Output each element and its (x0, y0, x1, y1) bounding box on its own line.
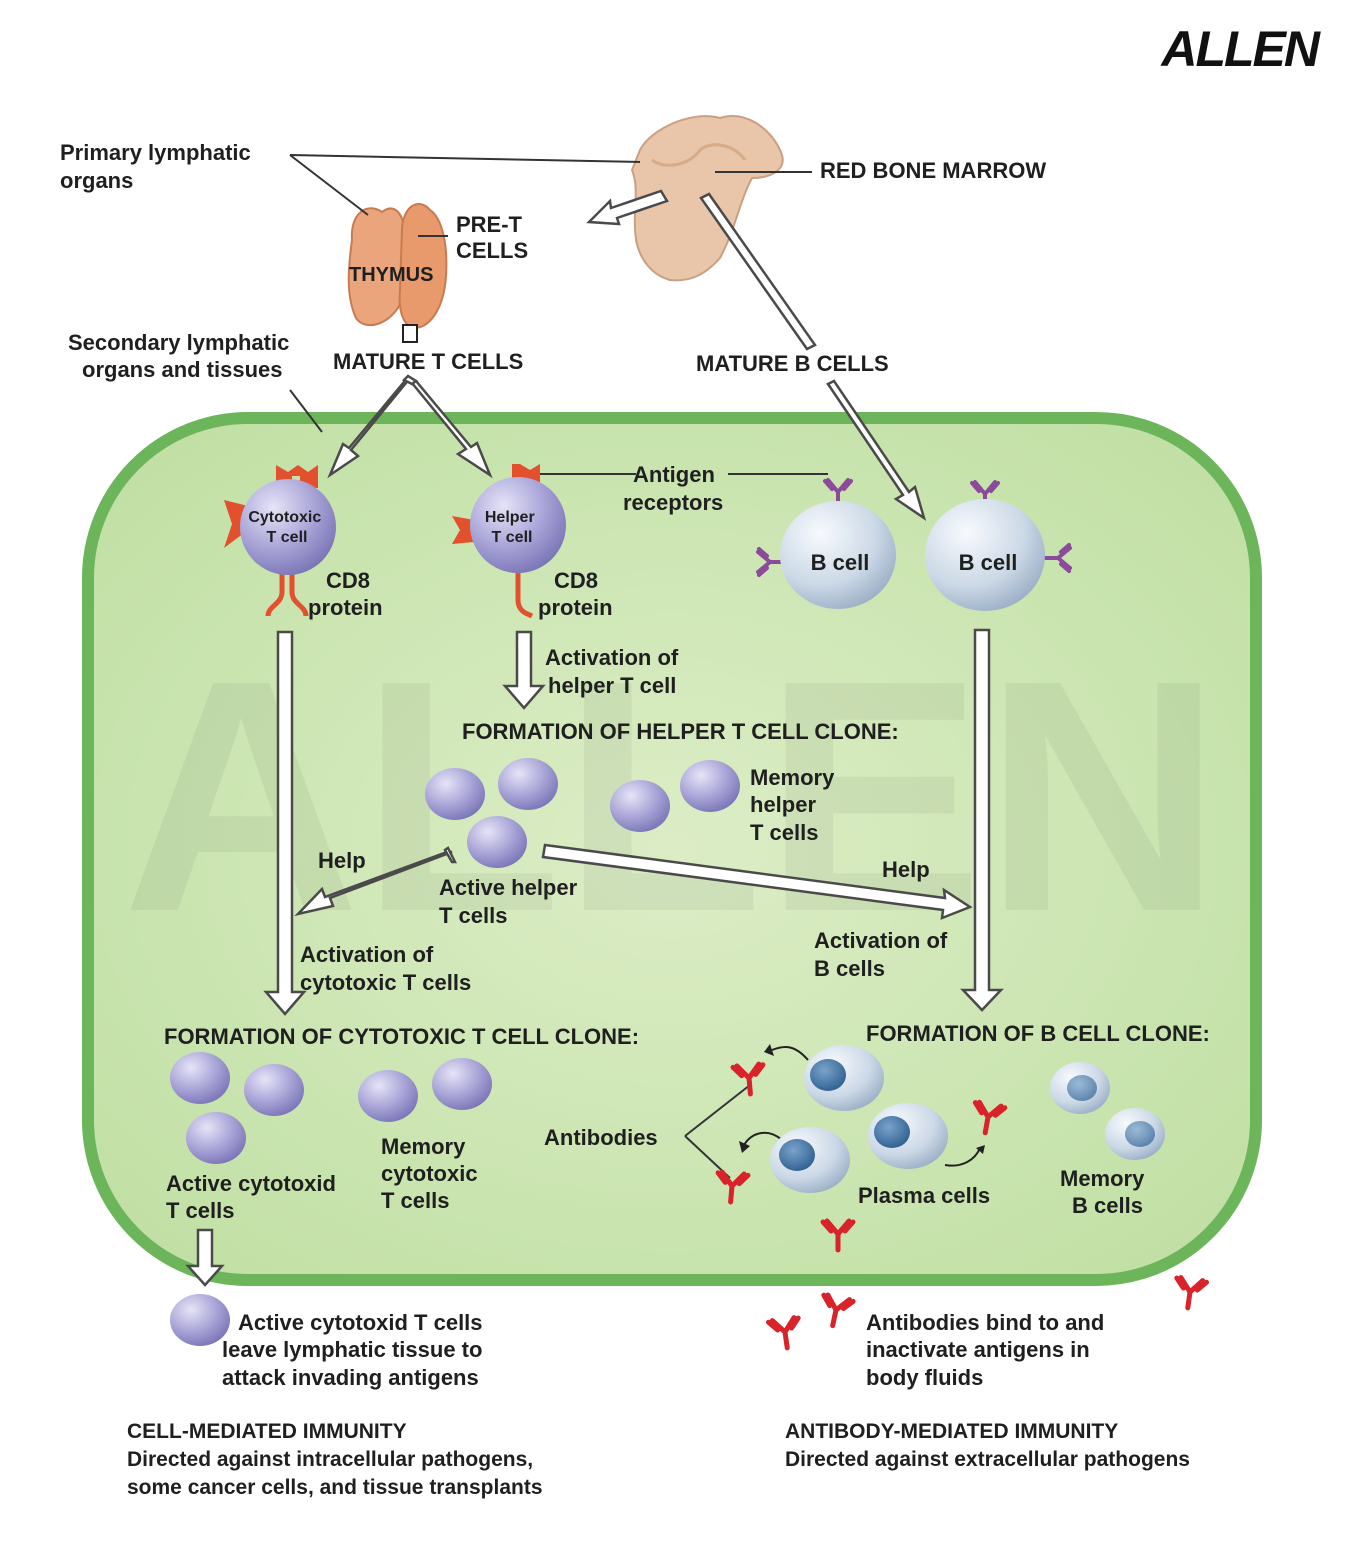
label-leave-tissue: Active cytotoxid T cells leave lymphatic… (222, 1310, 489, 1390)
label-active-helper: Active helper T cells (439, 875, 583, 928)
plasma-cells (770, 1045, 948, 1193)
label-formation-b-clone: FORMATION OF B CELL CLONE: (866, 1021, 1210, 1046)
label-antibodies-bind: Antibodies bind to and inactivate antige… (866, 1310, 1110, 1390)
arrow-marrow-to-mature-b (699, 192, 817, 351)
label-cd8-protein-left: CD8 protein (308, 568, 383, 620)
helper-t-cell (452, 464, 566, 619)
arrow-mature-t-to-helper (410, 379, 493, 479)
label-antigen-receptors: Antigen receptors (623, 462, 723, 515)
label-mature-b-cells: MATURE B CELLS (696, 351, 889, 376)
label-activation-helper: Activation of helper T cell (545, 645, 684, 698)
arrow-leave-tissue (185, 1228, 225, 1287)
arrow-bcell-down (960, 628, 1004, 1012)
helper-clone-cells (425, 758, 740, 868)
label-plasma-cells: Plasma cells (858, 1183, 990, 1208)
label-b-cell-right: B cell (959, 550, 1018, 575)
label-help-right: Help (882, 857, 930, 882)
label-formation-cytotoxic-clone: FORMATION OF CYTOTOXIC T CELL CLONE: (164, 1024, 639, 1049)
label-helper-t-cell: Helper T cell (485, 509, 539, 546)
arrow-cytotoxic-down (263, 630, 307, 1016)
label-active-cytotoxic: Active cytotoxid T cells (166, 1171, 342, 1223)
small-box-marker (402, 324, 418, 343)
label-cd8-protein-right: CD8 protein (538, 568, 613, 620)
label-memory-helper: Memory helper T cells (750, 765, 840, 845)
cytotoxic-t-cell (224, 465, 336, 617)
label-memory-b: Memory B cells (1060, 1166, 1150, 1218)
label-help-left: Help (318, 848, 366, 873)
label-antibodies: Antibodies (544, 1125, 658, 1150)
arrow-help-right (541, 843, 973, 920)
label-antibody-mediated-title: ANTIBODY-MEDIATED IMMUNITY (785, 1420, 1118, 1443)
label-red-bone-marrow: RED BONE MARROW (820, 158, 1046, 183)
label-memory-cytotoxic: Memory cytotoxic T cells (381, 1134, 484, 1213)
arrow-help-left (294, 850, 453, 917)
arrow-marrow-to-thymus (586, 189, 669, 226)
label-cytotoxic-t-cell: Cytotoxic T cell (248, 509, 325, 546)
label-activation-cytotoxic: Activation of cytotoxic T cells (300, 942, 471, 995)
arrow-helper-down (502, 630, 546, 710)
label-cell-mediated-desc: Directed against intracellular pathogens… (127, 1448, 543, 1499)
label-activation-b: Activation of B cells (814, 928, 953, 981)
label-pre-t-cells: PRE-T CELLS (456, 212, 528, 263)
label-antibody-mediated-desc: Directed against extracellular pathogens (785, 1448, 1190, 1471)
label-cell-mediated-title: CELL-MEDIATED IMMUNITY (127, 1420, 407, 1443)
label-thymus: THYMUS (349, 264, 433, 286)
label-secondary-organs: Secondary lymphatic organs and tissues (68, 330, 295, 382)
label-mature-t-cells: MATURE T CELLS (333, 349, 523, 374)
label-primary-organs: Primary lymphatic organs (60, 140, 257, 193)
b-cell-left (756, 478, 896, 609)
arrow-mature-b-to-bcell (826, 379, 927, 521)
lymphatic-tissue (82, 412, 1262, 1286)
allen-watermark: ALLEN (122, 611, 1222, 980)
memory-b-cells (1050, 1062, 1165, 1160)
b-cell-right (925, 480, 1072, 611)
cytotoxic-clone-cells (170, 1052, 492, 1346)
allen-logo: ALLEN (1159, 21, 1321, 77)
arrow-mature-t-to-cytotoxic (327, 380, 408, 479)
label-formation-helper-clone: FORMATION OF HELPER T CELL CLONE: (462, 719, 899, 744)
label-b-cell-left: B cell (811, 550, 870, 575)
